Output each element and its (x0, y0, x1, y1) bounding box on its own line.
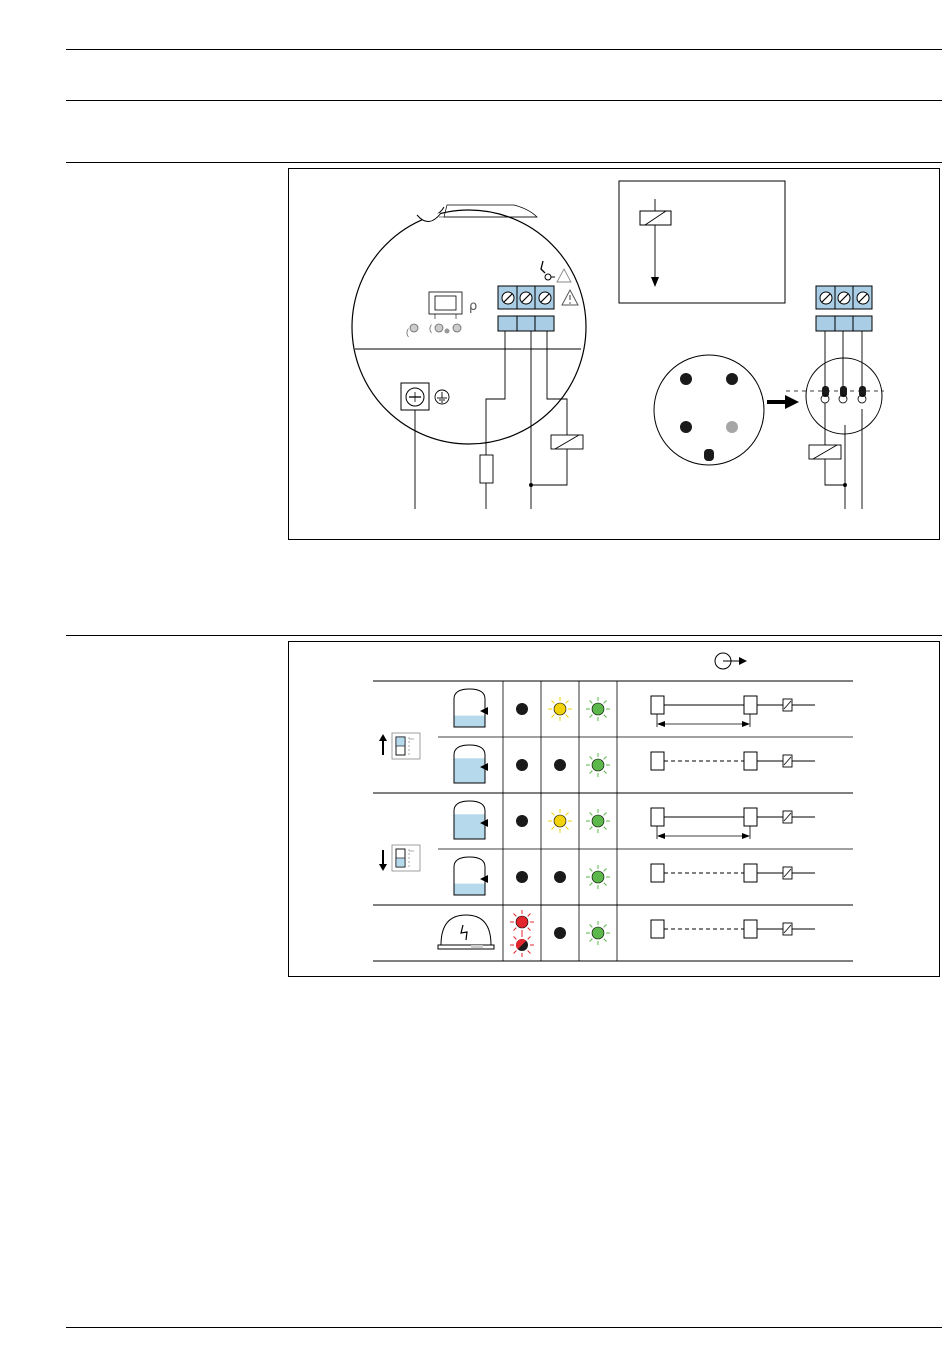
relay-open (651, 864, 815, 882)
svg-text:(: ( (429, 323, 432, 333)
led-yellow-icon (548, 697, 572, 721)
wiring-diagram-panel: ρ ( ( (288, 168, 940, 540)
ground-terminal (401, 383, 449, 410)
led-off-icon (516, 815, 528, 827)
tank-level-low-icon (454, 689, 488, 727)
led-green-icon (586, 697, 610, 721)
led-red-blink-icon (510, 933, 534, 957)
led-green-icon (586, 865, 610, 889)
led-off-icon (554, 927, 566, 939)
relay-closed (651, 808, 815, 839)
led-off-icon (554, 759, 566, 771)
status-table (289, 642, 939, 976)
header-rule-middle (66, 100, 942, 101)
wiring-diagram: ρ ( ( (289, 169, 939, 539)
terminal-block-plug (816, 286, 872, 331)
min-safety-switch-down-icon (379, 845, 420, 871)
led-red-icon (510, 910, 534, 934)
relay-open (651, 920, 815, 938)
led-green-icon (586, 921, 610, 945)
plug-connector (654, 355, 764, 465)
arrow-right-icon (767, 395, 799, 409)
section-rule-status (66, 635, 942, 636)
density-label: ρ (469, 299, 477, 314)
led-off-icon (516, 703, 528, 715)
relay-closed (651, 696, 815, 727)
fault-icon (438, 915, 494, 949)
warning-triangle-icon (562, 290, 578, 305)
density-switch: ρ ( ( (406, 292, 477, 337)
max-safety-switch-up-icon (379, 733, 420, 759)
led-off-icon (516, 871, 528, 883)
led-off-icon (554, 871, 566, 883)
footer-rule (66, 1327, 942, 1328)
tank-level-high-icon (454, 801, 488, 839)
esd-warning-icon (541, 261, 571, 282)
led-green-icon (586, 809, 610, 833)
section-rule-wiring (66, 162, 942, 163)
tank-level-low-icon (454, 857, 488, 895)
terminal-block-main (498, 286, 554, 331)
led-yellow-icon (548, 809, 572, 833)
led-off-icon (516, 759, 528, 771)
led-green-icon (586, 753, 610, 777)
signal-output-icon (715, 653, 747, 669)
status-table-panel (288, 641, 940, 977)
tank-level-high-icon (454, 745, 488, 783)
svg-text:(: ( (406, 327, 409, 337)
relay-open (651, 752, 815, 770)
relay-symbol-box (619, 181, 785, 303)
header-rule-top (66, 49, 942, 50)
main-wiring (415, 331, 583, 509)
plug-pin-view (786, 358, 884, 434)
